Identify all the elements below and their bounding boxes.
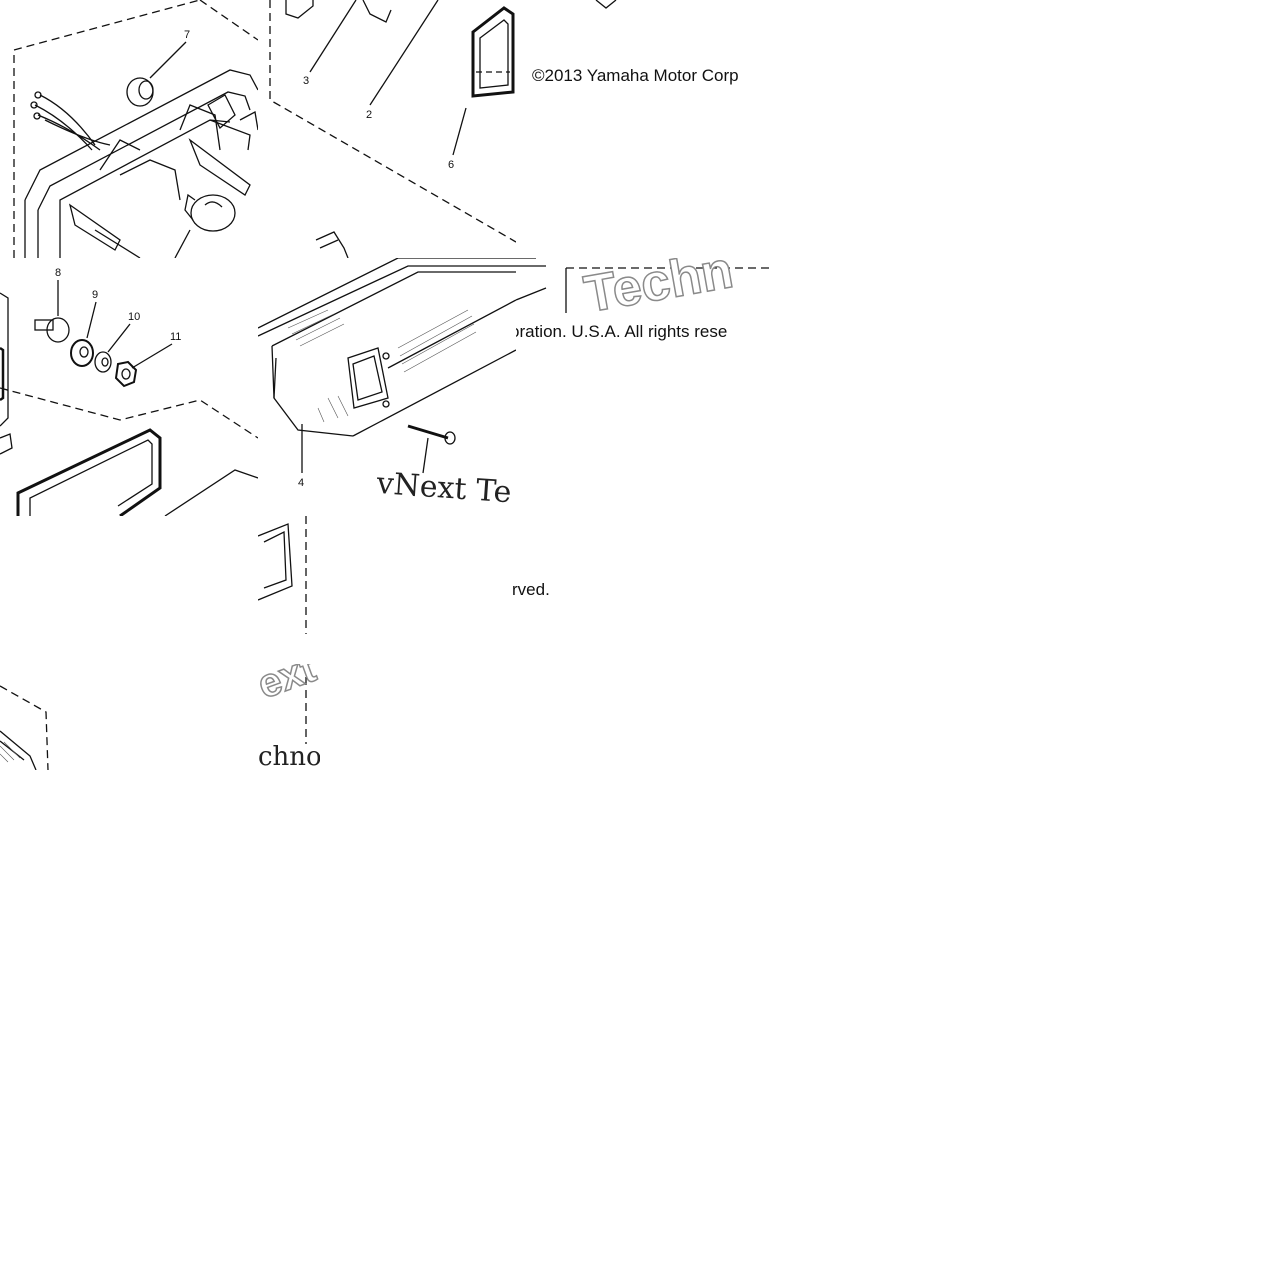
diagram-tile-lamp-corner	[0, 636, 258, 770]
copyright-text-3: rved.	[512, 580, 550, 599]
lamp-corner-illustration	[0, 685, 49, 770]
clip-illustration	[595, 0, 617, 9]
callout-6: 6	[448, 159, 454, 171]
watermark-text-5: chno	[258, 742, 320, 770]
callout-9: 9	[92, 289, 98, 301]
diagram-tile-fasteners: 8 9 10 11	[0, 258, 258, 516]
callout-4: 4	[298, 477, 304, 489]
diagram-tile-copyright-top: ©2013 Yamaha Motor Corp	[516, 0, 774, 258]
lamp-edge-illustration	[258, 516, 307, 634]
lens-illustration: 4	[258, 258, 516, 489]
housing-illustration: 7	[13, 0, 258, 258]
copyright-text-2: oration. U.S.A. All rights rese	[516, 322, 728, 341]
gasket-illustration: 3 2 6	[269, 0, 516, 258]
diagram-tile-copyright-mid: Techn oration. U.S.A. All rights rese	[516, 258, 774, 516]
fasteners-illustration: 8 9 10 11	[0, 267, 258, 516]
diagram-tile-watermark-lower: vNe	[258, 516, 580, 636]
callout-7: 7	[184, 29, 190, 41]
callout-2: 2	[366, 109, 372, 121]
callout-10: 10	[128, 311, 140, 323]
diagram-tile-housing: 7	[0, 0, 258, 258]
callout-8: 8	[55, 267, 61, 279]
diagram-tile-lens: 4	[258, 258, 516, 516]
diagram-tile-watermark-bottom: ext chno	[258, 664, 320, 770]
callout-3: 3	[303, 75, 309, 87]
copyright-text-1: ©2013 Yamaha Motor Corp	[532, 66, 739, 85]
lens-end-illustration	[516, 258, 774, 313]
dashed-line-illustration	[305, 664, 307, 744]
diagram-tile-gasket: 3 2 6	[258, 0, 516, 258]
callout-11: 11	[170, 331, 181, 343]
